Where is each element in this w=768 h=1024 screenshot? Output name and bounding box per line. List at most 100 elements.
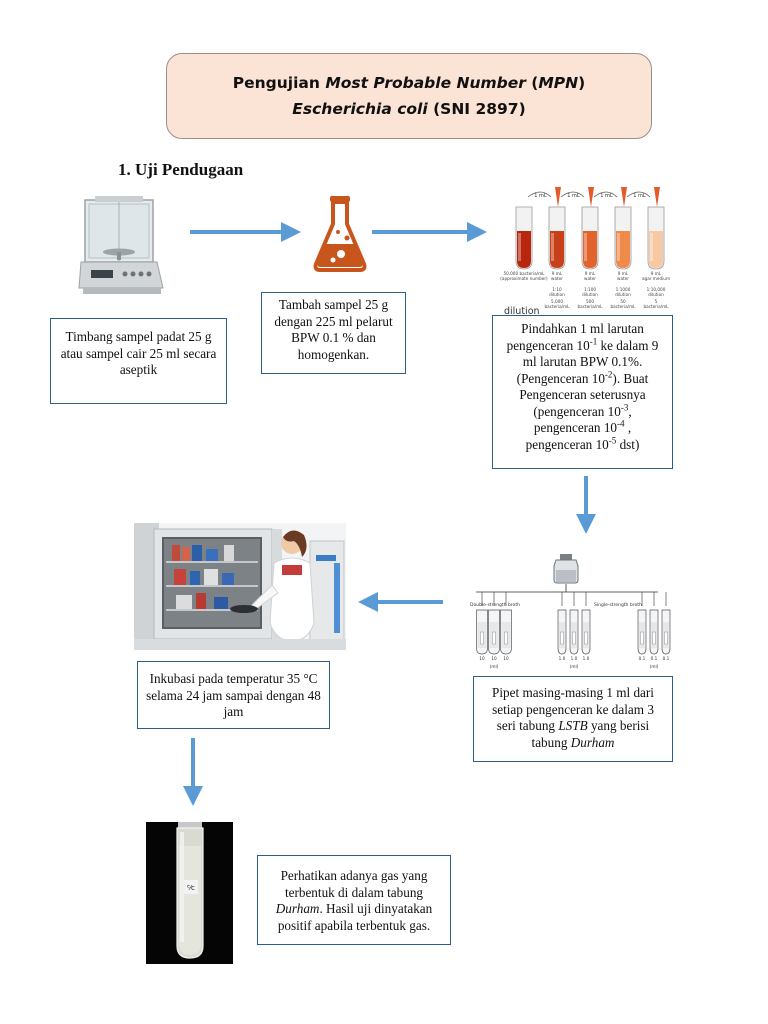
volume-label: 0.1: [651, 656, 658, 661]
dilution-label-line: 1:10,000: [647, 287, 666, 292]
step-transfer-box: Pindahkan 1 ml larutan pengenceran 10-1 …: [492, 315, 673, 469]
exponent: -3: [620, 402, 629, 413]
dilution-label-line: 50: [620, 299, 626, 304]
dilution-label-line: bacteria/mL: [610, 304, 636, 309]
step-incubate-box: Inkubasi pada temperatur 35 °C selama 24…: [137, 661, 330, 729]
durham-tube: [584, 631, 588, 645]
transfer-label: 1 mL: [534, 193, 547, 199]
dilution-label-line: water: [551, 276, 563, 281]
durham-tube: [664, 631, 668, 645]
dilution-label-line: dilution: [615, 292, 631, 297]
exponent: -1: [589, 336, 598, 347]
pipette-icon: [555, 187, 561, 207]
step-observe-box: Perhatikan adanya gas yang terbentuk di …: [257, 855, 451, 945]
unit-label: (ml): [570, 664, 579, 669]
title-line-1: Pengujian Most Probable Number (MPN): [233, 70, 585, 96]
durham-tube: [480, 631, 484, 645]
durham-tube: [572, 631, 576, 645]
balance-icon: [77, 192, 165, 302]
dilution-label-line: 1:1000: [616, 287, 631, 292]
title-italic: Most Probable Number: [325, 74, 526, 92]
double-strength-label: Double-strength broth: [470, 602, 520, 608]
tube-highlight: [650, 233, 653, 261]
volume-label: 10: [479, 656, 485, 661]
dilution-label-line: 9 mL: [618, 271, 629, 276]
dilution-label-line: 50,000 bacteria/mL: [503, 271, 545, 276]
title-box: Pengujian Most Probable Number (MPN) Esc…: [166, 53, 652, 139]
volume-label: 1.0: [571, 656, 578, 661]
bottle-cap: [560, 554, 572, 560]
dilution-label-line: 9 mL: [552, 271, 563, 276]
step-transfer-text: , pengenceran 10: [525, 420, 632, 452]
durham-term: Durham: [275, 901, 320, 916]
svg-text:ᴱ⁄c: ᴱ⁄c: [187, 884, 195, 892]
step-transfer-text: ). Buat Pengenceran seterusnya (pengence…: [519, 370, 649, 419]
title-text: (SNI 2897): [427, 100, 526, 118]
tube-liquid: [616, 231, 630, 268]
volume-label: 10: [491, 656, 497, 661]
incubator-lab-icon: [134, 523, 346, 650]
pipette-icon: [621, 187, 627, 207]
volume-label: 1.0: [559, 656, 566, 661]
pipette-icon: [654, 187, 660, 207]
dilution-label-line: dilution: [582, 292, 598, 297]
exponent: -5: [608, 435, 617, 446]
dilution-word: dilution: [504, 306, 540, 315]
title-italic: MPN: [538, 74, 579, 92]
dilution-label-line: dilution: [549, 292, 565, 297]
step-add-text: Tambah sampel 25 g dengan 225 ml pelarut…: [274, 297, 393, 362]
transfer-arrow: [593, 191, 618, 198]
title-text: Pengujian: [232, 74, 326, 92]
durham-tube: [504, 631, 508, 645]
dilution-label-line: 1:10: [552, 287, 562, 292]
step-observe-text: . Hasil uji dinyatakan positif apabila t…: [277, 901, 433, 933]
durham-tube: [652, 631, 656, 645]
step-transfer-text: ke dalam 9 ml larutan BPW 0.1%. (Pengenc…: [516, 337, 659, 386]
tube-liquid: [517, 231, 531, 268]
step-pipette-box: Pipet masing-masing 1 ml dari setiap pen…: [473, 676, 673, 762]
title-line-2: Escherichia coli (SNI 2897): [292, 96, 525, 122]
step-weigh-box: Timbang sampel padat 25 g atau sampel ca…: [50, 318, 227, 404]
dilution-label-line: bacteria/mL: [577, 304, 603, 309]
durham-term: Durham: [570, 734, 615, 750]
step-add-box: Tambah sampel 25 g dengan 225 ml pelarut…: [261, 292, 406, 374]
transfer-arrow: [527, 191, 552, 198]
test-tube-icon: ᴱ⁄c: [146, 822, 233, 964]
transfer-label: 1 mL: [567, 193, 580, 199]
step-transfer-text: Pindahkan 1 ml larutan pengenceran 10: [506, 321, 644, 353]
tube-liquid: [550, 231, 564, 268]
tube-highlight: [617, 233, 620, 261]
exponent: -4: [617, 418, 625, 429]
volume-label: 0.1: [663, 656, 670, 661]
dilution-label-line: 1:100: [584, 287, 596, 292]
dilution-label-line: 9 mL: [651, 271, 662, 276]
tube-liquid: [649, 231, 663, 268]
title-italic: Escherichia coli: [292, 100, 428, 118]
dilution-label: 50,000 bacteria/mL(approximate number): [500, 271, 548, 281]
tube-highlight: [518, 233, 521, 261]
step-transfer-text: dst): [616, 436, 640, 452]
tube-highlight: [551, 233, 554, 261]
durham-tube: [640, 631, 644, 645]
dilution-label-line: bacteria/mL: [643, 304, 669, 309]
step-transfer-text: , pengenceran 10: [533, 403, 632, 436]
transfer-arrow: [626, 191, 651, 198]
durham-tube: [560, 631, 564, 645]
dilution-label-line: 5: [655, 299, 658, 304]
dilution-label-line: dilution: [648, 292, 664, 297]
dilution-label-line: water: [617, 276, 629, 281]
step-weigh-text: Timbang sampel padat 25 g atau sampel ca…: [60, 329, 217, 377]
dilution-label-line: 9 mL: [585, 271, 596, 276]
